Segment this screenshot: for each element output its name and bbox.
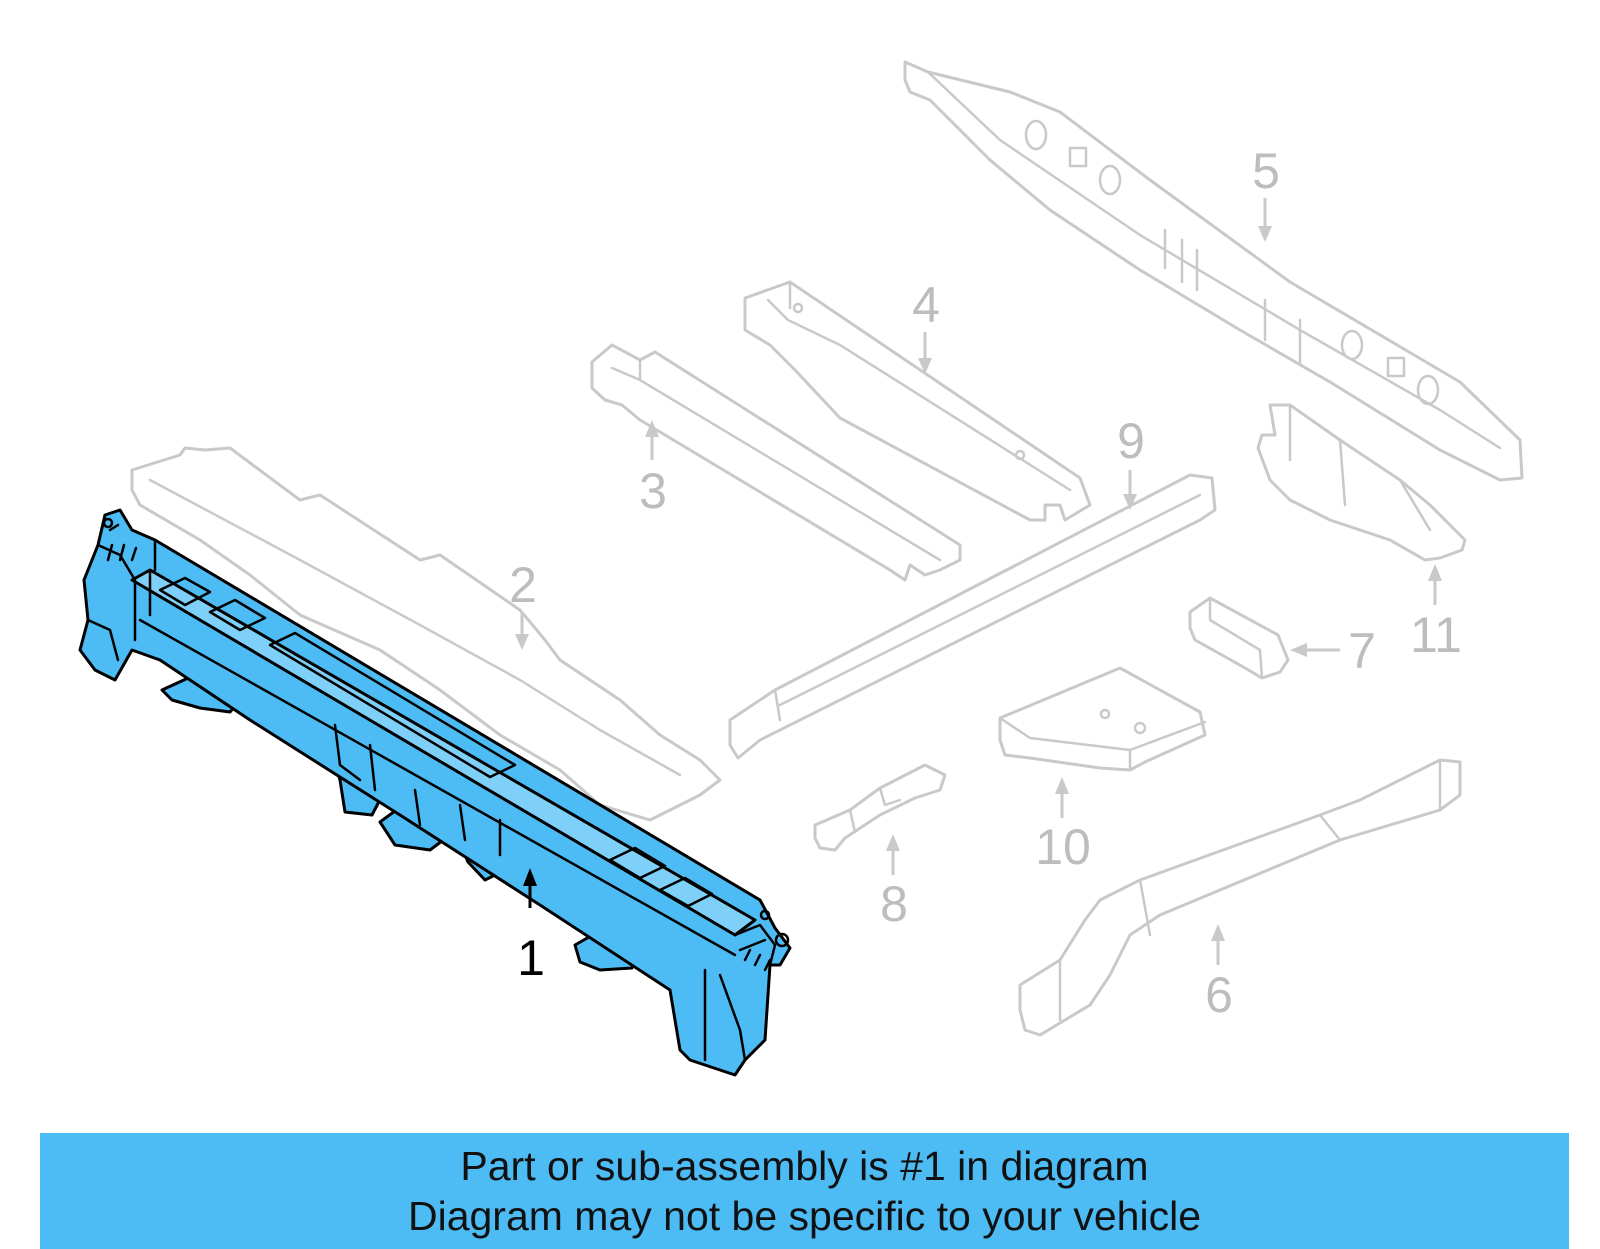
- part-2: [130, 446, 722, 822]
- callout-5: 5: [1252, 143, 1280, 242]
- part-1-highlighted: [78, 508, 792, 1077]
- callout-4-label: 4: [912, 277, 940, 333]
- callout-1-label: 1: [517, 930, 545, 986]
- callout-2-label: 2: [509, 557, 537, 613]
- callout-6: 6: [1205, 924, 1233, 1023]
- banner-line-2: Diagram may not be specific to your vehi…: [407, 1193, 1201, 1239]
- callout-1: 1: [517, 868, 545, 986]
- info-banner: Part or sub-assembly is #1 in diagram Di…: [40, 1133, 1569, 1249]
- callout-11-label: 11: [1410, 607, 1462, 663]
- callout-3-label: 3: [639, 463, 667, 519]
- part-3: [590, 343, 962, 582]
- callout-3: 3: [639, 420, 667, 519]
- callout-7-label: 7: [1348, 623, 1376, 679]
- part-7: [1188, 596, 1290, 680]
- callout-7: 7: [1290, 623, 1376, 679]
- callout-8-label: 8: [880, 876, 908, 932]
- part-11: [1256, 403, 1467, 562]
- info-banner-background: [40, 1133, 1569, 1249]
- callout-6-label: 6: [1205, 967, 1233, 1023]
- callout-11: 11: [1410, 564, 1462, 663]
- part-10: [998, 666, 1207, 772]
- part-5: [903, 60, 1524, 482]
- callout-8: 8: [880, 834, 908, 932]
- callout-4: 4: [912, 277, 940, 374]
- callout-10-label: 10: [1035, 819, 1091, 875]
- callout-9-label: 9: [1117, 413, 1145, 469]
- part-4: [743, 280, 1092, 522]
- part-8: [813, 763, 947, 852]
- part-6: [1018, 758, 1462, 1037]
- banner-line-1: Part or sub-assembly is #1 in diagram: [460, 1143, 1149, 1189]
- callout-10: 10: [1035, 777, 1091, 875]
- part-9: [728, 473, 1217, 760]
- callout-9: 9: [1117, 413, 1145, 510]
- callout-5-label: 5: [1252, 143, 1280, 199]
- callout-2: 2: [509, 557, 537, 650]
